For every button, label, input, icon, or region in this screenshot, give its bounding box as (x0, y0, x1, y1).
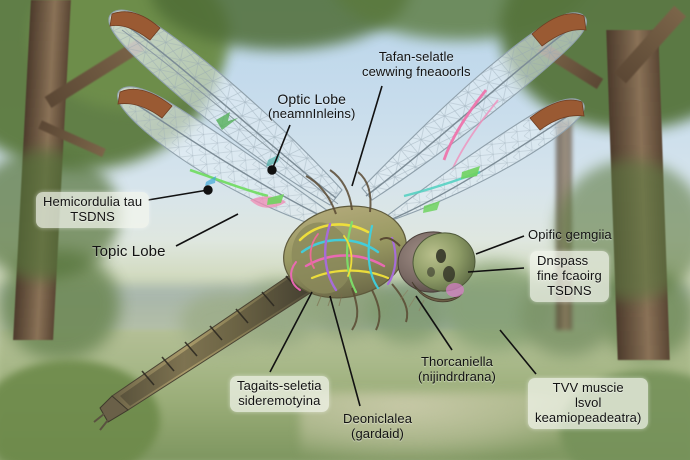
leader-tagaits (269, 291, 313, 373)
leader-deoniclalea (329, 295, 361, 407)
label-line-2: fine fcaoirg (537, 267, 602, 283)
label-line-1: TVV muscie (552, 380, 624, 395)
wing-lower-right (367, 98, 585, 231)
label-line-1: Hemicordulia tau (43, 194, 143, 209)
label-thorcaniella: Thorcaniella (nijindrdrana) (418, 354, 496, 385)
label-tvv-muscie: TVV muscie lsvol keamiopeadeatra) (528, 378, 649, 429)
label-line-3: keamiopeadeatra) (535, 409, 642, 425)
pterostigma (117, 88, 173, 119)
abdomen-tip (99, 395, 129, 423)
leader-topic-lobe (175, 213, 239, 247)
leader-thorcaniella (415, 295, 453, 351)
label-line-2: cewwing fneaoorls (362, 63, 471, 79)
foreground-grass (0, 360, 160, 460)
label-line-2: (neamnInleins) (268, 106, 356, 122)
pterostigma (531, 13, 587, 47)
wing-lower-left (117, 86, 347, 233)
abdomen (93, 267, 319, 431)
label-line-2: (nijindrdrana) (418, 368, 496, 384)
label-line-2: sideremotyina (238, 392, 321, 408)
leader-dot (203, 185, 213, 195)
head (379, 231, 476, 312)
label-deoniclalea: Deoniclalea (gardaid) (343, 411, 413, 442)
leader-optic-lobe (271, 124, 291, 171)
label-dnspass-tsdns: Dnspass fine fcaoirg TSDNS (530, 251, 609, 302)
pterostigma (529, 99, 585, 131)
label-line-1: Tagaits-seletia (237, 378, 322, 393)
label-tagaits-seletia: Tagaits-seletia sideremotyina (230, 376, 329, 412)
label-line-1: Thorcaniella (420, 354, 493, 369)
leader-dot (267, 165, 277, 175)
leader-tvv (499, 329, 537, 375)
label-line-1: Dnspass (537, 253, 589, 268)
wing-upper-left (108, 9, 343, 206)
wing-upper-right (361, 12, 587, 201)
label-line-1: Topic Lobe (92, 243, 166, 260)
label-opific-gemgiia: Opific gemgiia (528, 227, 612, 243)
leader-lines (147, 85, 537, 407)
label-line-1: Tafan-selatle (378, 49, 454, 64)
label-topic-lobe: Topic Lobe (92, 243, 166, 260)
leader-hemicordulia (147, 189, 209, 201)
label-optic-lobe: Optic Lobe (neamnInleins) (268, 91, 355, 122)
leader-tafan (351, 85, 383, 187)
thorax (283, 169, 409, 331)
label-line-2: (gardaid) (351, 425, 404, 441)
pterostigma (109, 11, 161, 41)
leader-opific-gemgiia (475, 235, 525, 255)
label-tafan-selatle: Tafan-selatle cewwing fneaoorls (362, 49, 471, 80)
label-hemicordulia-tau: Hemicordulia tau TSDNS (36, 192, 150, 228)
label-line-1: Opific gemgiia (528, 227, 612, 242)
leader-dnspass (467, 267, 525, 273)
label-line-2: TSDNS (70, 208, 115, 224)
label-line-2: lsvol (574, 394, 602, 410)
label-line-3: TSDNS (547, 282, 592, 298)
label-line-1: Optic Lobe (277, 91, 347, 107)
label-line-1: Deoniclalea (343, 411, 413, 426)
